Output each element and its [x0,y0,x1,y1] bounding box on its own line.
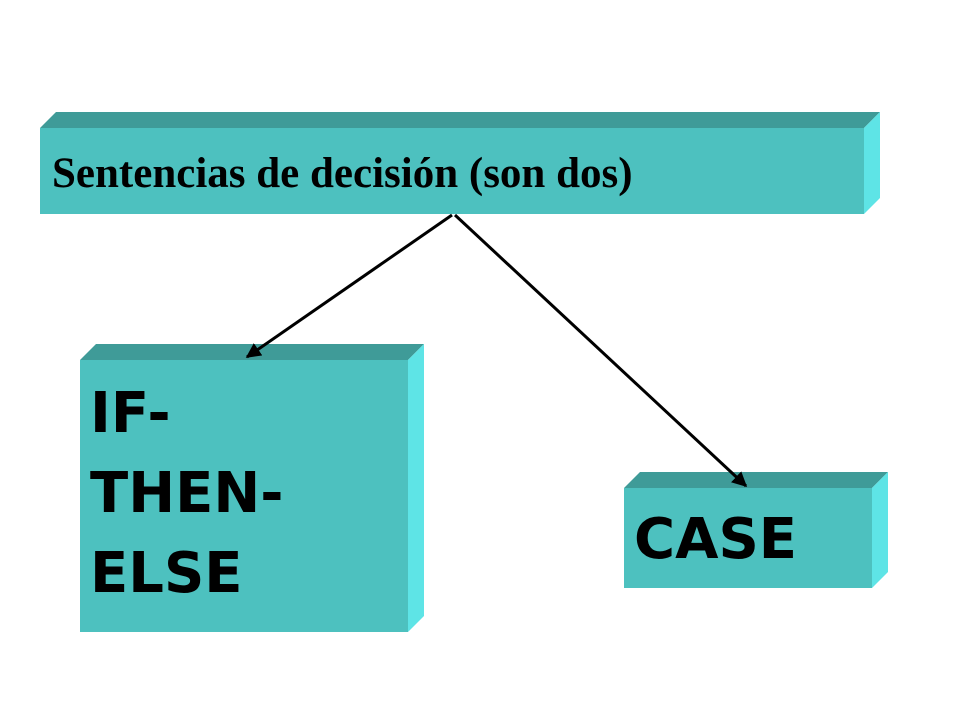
title-box-front-face [40,128,864,214]
if-then-else-line-3: ELSE [90,541,243,606]
arrow-to-if-then-else [245,213,453,359]
if-then-else-line-2: THEN- [90,461,284,526]
case-box-side-face [872,472,888,588]
title-box [40,112,880,214]
arrow-to-case [453,213,748,488]
if-then-else-box-side-face [408,344,424,632]
if-then-else-box-front-face [80,360,408,632]
title-box-label: Sentencias de decisión (son dos) [52,150,633,197]
case-label: CASE [634,507,798,572]
case-box [624,472,888,588]
if-then-else-label: IF- THEN- ELSE [90,374,410,614]
case-box-top-face [624,472,888,488]
title-box-top-face [40,112,880,128]
case-box-front-face [624,488,872,588]
if-then-else-box [80,344,424,632]
if-then-else-line-1: IF- [90,381,171,446]
title-box-side-face [864,112,880,214]
